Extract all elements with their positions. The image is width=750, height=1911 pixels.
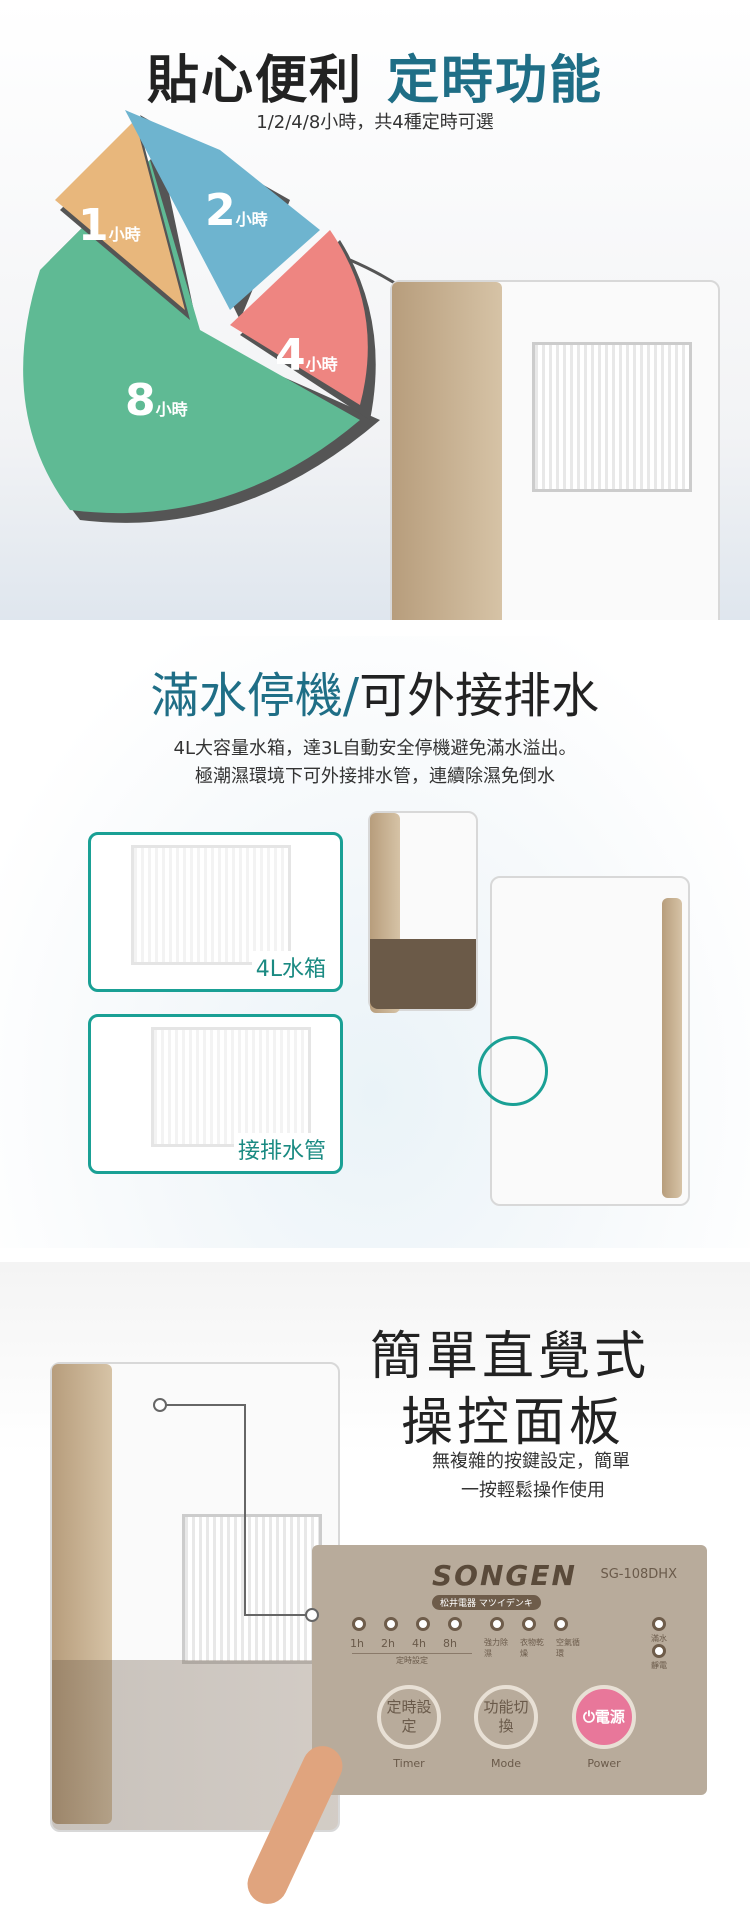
slice-1h [55, 120, 185, 310]
timer-section: 貼心便利定時功能 1/2/4/8小時，共4種定時可選 1小時 2小時 4小時 8… [0, 0, 750, 620]
status-leds: 滿水靜電 [651, 1617, 667, 1671]
title-highlight: 滿水停機/ [150, 668, 360, 724]
section-title-line-1: 簡單直覺式 [369, 1327, 650, 1387]
title-part: 貼心便利 [146, 51, 363, 111]
timer-caption-en: Timer [393, 1757, 425, 1770]
mode-leds [490, 1617, 568, 1631]
led-label: 滿水 [651, 1634, 667, 1643]
timer-leds [352, 1617, 462, 1631]
led-label: 1h [350, 1637, 364, 1650]
control-panel: SONGEN 松井電器 マツイデンキ SG-108DHX 1h 2h 4h 8h 定時… [312, 1545, 707, 1795]
led-mode [522, 1617, 536, 1631]
led-8h [448, 1617, 462, 1631]
timer-pie [23, 110, 462, 523]
slice-2h [125, 110, 320, 310]
callout-water-tank: 4L水箱 [88, 832, 343, 992]
led-mode [554, 1617, 568, 1631]
power-caption-en: Power [587, 1757, 621, 1770]
drain-section: 滿水停機/可外接排水 4L大容量水箱，達3L自動安全停機避免滿水溢出。 極潮濕環… [0, 636, 750, 1248]
callout-label: 4L水箱 [251, 951, 330, 983]
led-label: 空氣循環 [556, 1638, 580, 1658]
led-2h [384, 1617, 398, 1631]
led-mode [490, 1617, 504, 1631]
subtitle: 1/2/4/8小時，共4種定時可選 [256, 112, 494, 133]
dehumidifier-image [390, 280, 720, 620]
slice-4h [230, 230, 368, 405]
title-highlight: 定時功能 [387, 51, 604, 111]
led-1h [352, 1617, 366, 1631]
dehumidifier-front-image [50, 1362, 340, 1832]
led-label: 靜電 [651, 1661, 667, 1670]
section-title-line-2: 操控面板 [400, 1393, 625, 1453]
power-label: 電源 [594, 1707, 625, 1726]
slice-label-4h: 4小時 [275, 330, 338, 381]
led-label: 2h [380, 1637, 395, 1650]
mode-caption-en: Mode [491, 1757, 521, 1770]
desc-line-1: 無複雜的按鍵設定，簡單 [432, 1451, 630, 1472]
brand-logo: SONGEN [432, 1559, 577, 1592]
led-4h [416, 1617, 430, 1631]
dehumidifier-small-image [368, 811, 478, 1013]
desc-line-2: 一按輕鬆操作使用 [461, 1480, 605, 1501]
led-full-water [652, 1617, 666, 1631]
mode-led-labels: 強力除濕衣物乾燥空氣循環 [484, 1637, 594, 1659]
callout-drain-hose: 接排水管 [88, 1014, 343, 1174]
sub-brand: 松井電器 マツイデンキ [432, 1595, 541, 1610]
led-label: 4h [411, 1637, 426, 1650]
section-title: 滿水停機/可外接排水 [0, 656, 750, 726]
led-label: 8h [442, 1637, 457, 1650]
led-label: 衣物乾燥 [520, 1638, 544, 1658]
desc-line-2: 極潮濕環境下可外接排水管，連續除濕免倒水 [195, 766, 555, 787]
title-part: 可外接排水 [359, 668, 600, 724]
callout-label: 接排水管 [233, 1133, 330, 1165]
desc-line-1: 4L大容量水箱，達3L自動安全停機避免滿水溢出。 [173, 738, 577, 759]
timer-caption: 定時設定 [352, 1653, 472, 1666]
slice-label-1h: 1小時 [78, 200, 141, 251]
timer-button[interactable]: 定時設定 [377, 1685, 441, 1749]
timer-led-labels: 1h 2h 4h 8h [350, 1637, 457, 1650]
section-title: 貼心便利定時功能 [0, 38, 750, 113]
slice-label-2h: 2小時 [205, 185, 268, 236]
power-button[interactable]: ⏻電源 [572, 1685, 636, 1749]
slice-label-8h: 8小時 [125, 375, 188, 426]
model-number: SG-108DHX [600, 1567, 677, 1582]
led-status [652, 1644, 666, 1658]
mode-button[interactable]: 功能切換 [474, 1685, 538, 1749]
drain-port-highlight [478, 1036, 548, 1106]
power-icon: ⏻ [583, 1707, 595, 1726]
led-label: 強力除濕 [484, 1638, 508, 1658]
